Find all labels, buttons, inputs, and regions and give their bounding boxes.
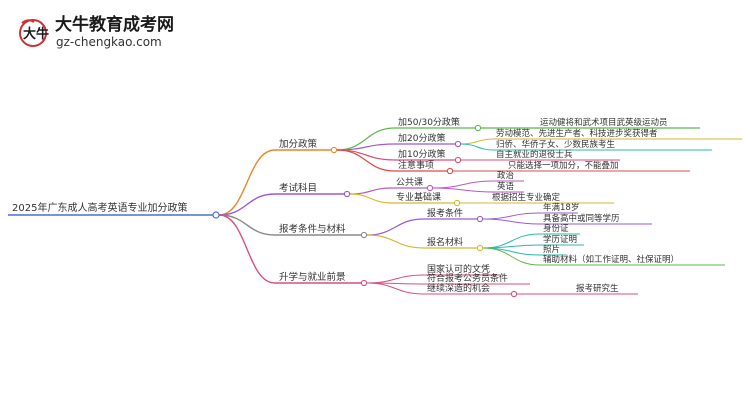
branch-requirements-label: 报考条件与材料 (279, 223, 346, 235)
logo-emblem-icon: 大牛 (19, 19, 49, 47)
connectors (218, 127, 742, 295)
curve-20-to-overseas (460, 143, 495, 151)
dot-bonus-policy (330, 146, 338, 154)
curve-mat-to-support (482, 247, 541, 266)
node-public-courses: 公共课 (396, 177, 423, 188)
curve-20-to-model (460, 138, 495, 145)
curve-req-to-conditions (366, 218, 425, 236)
leaf-supporting: 辅助材料（如工作证明、社保证明） (543, 254, 679, 265)
branch-bonus-policy-label: 加分政策 (279, 138, 318, 150)
dot-major-basic (453, 199, 461, 207)
leaf-politics: 政治 (497, 170, 515, 181)
branch-bonus-policy: 加分政策 加50/30分政策 运动健将和武术项目武英级运动员 加20分政策 劳动… (279, 116, 668, 171)
dot-requirements (360, 231, 368, 239)
leaf-diploma: 学历证明 (543, 234, 577, 245)
leaf-overseas-chinese: 归侨、华侨子女、少数民族考生 (496, 139, 616, 150)
curve-exam-to-major (349, 193, 393, 204)
branch-prospects-label: 升学与就业前景 (279, 271, 346, 283)
curve-public-to-english (432, 187, 495, 193)
curve-root-to-prospects (218, 214, 276, 284)
node-further-study: 继续深造的机会 (427, 282, 490, 294)
connector-dots (330, 124, 518, 298)
leaf-id-card: 身份证 (543, 223, 569, 234)
dot-bonus-20 (454, 140, 462, 148)
curve-exam-to-public (349, 187, 393, 195)
root-label: 2025年广东成人高考英语专业加分政策 (12, 201, 187, 214)
curve-prospects-to-diploma (366, 274, 425, 284)
curve-root-to-bonus (218, 149, 276, 216)
curve-root-to-exam (218, 193, 276, 216)
curve-cond-to-edu (482, 218, 541, 225)
leaf-photo: 照片 (543, 244, 560, 255)
logo: 大牛 大牛教育成考网 gz-chengkao.com (19, 14, 174, 49)
branch-prospects: 升学与就业前景 国家认可的文凭 符合报考公务员条件 继续深造的机会 报考研究生 (279, 263, 619, 294)
logo-title: 大牛教育成考网 (55, 14, 174, 35)
leaf-age: 年满18岁 (543, 202, 579, 213)
curve-bonus-to-10 (336, 149, 396, 161)
curve-req-to-materials (366, 234, 425, 249)
node-conditions: 报考条件 (427, 207, 463, 219)
node-bonus-50-30: 加50/30分政策 (398, 116, 460, 128)
curve-mat-to-id (482, 233, 541, 249)
dot-prospects (360, 279, 368, 287)
leaf-by-major: 根据招生专业确定 (492, 192, 561, 203)
dot-materials (476, 244, 484, 252)
curve-prospects-to-study (366, 282, 425, 295)
node-recognized-diploma: 国家认可的文凭 (427, 263, 490, 275)
node-major-basic: 专业基础课 (396, 191, 441, 203)
node-civil-service: 符合报考公务员条件 (427, 272, 508, 284)
root-node: 2025年广东成人高考英语专业加分政策 (8, 201, 220, 219)
dot-bonus-10 (454, 156, 462, 164)
leaf-education: 具备高中或同等学历 (543, 213, 620, 224)
curve-public-to-politics (432, 180, 495, 189)
dot-conditions (476, 215, 484, 223)
leaf-athlete: 运动健将和武术项目武英级运动员 (540, 117, 668, 128)
curve-root-to-requirements (218, 214, 276, 236)
leaf-veteran: 自主就业的退役士兵 (496, 149, 573, 160)
dot-public (426, 184, 434, 192)
branch-exam-subjects: 考试科目 公共课 政治 英语 专业基础课 根据招生专业确定 (279, 170, 561, 203)
leaf-model-worker: 劳动模范、先进生产者、科技进步奖获得者 (496, 128, 658, 139)
dot-notes (446, 167, 454, 175)
node-bonus-20: 加20分政策 (398, 132, 445, 144)
leaf-no-stacking: 只能选择一项加分，不能叠加 (508, 160, 619, 171)
dot-exam-subjects (343, 190, 351, 198)
curve-mat-to-diploma (482, 244, 541, 249)
node-bonus-10: 加10分政策 (398, 148, 445, 160)
logo-url: gz-chengkao.com (56, 35, 162, 49)
dot-bonus-50 (474, 124, 482, 132)
branch-requirements: 报考条件与材料 报考条件 年满18岁 具备高中或同等学历 报名材料 身份证 学历… (279, 202, 679, 265)
logo-emblem-text: 大牛 (23, 26, 49, 42)
dot-further-study (510, 290, 518, 298)
node-materials: 报名材料 (427, 236, 463, 248)
curve-bonus-to-notes (336, 149, 396, 172)
leaf-postgraduate: 报考研究生 (576, 283, 619, 294)
curve-cond-to-age (482, 212, 541, 220)
leaf-english: 英语 (497, 181, 515, 192)
node-notes: 注意事项 (398, 159, 434, 171)
branch-exam-subjects-label: 考试科目 (279, 182, 317, 194)
